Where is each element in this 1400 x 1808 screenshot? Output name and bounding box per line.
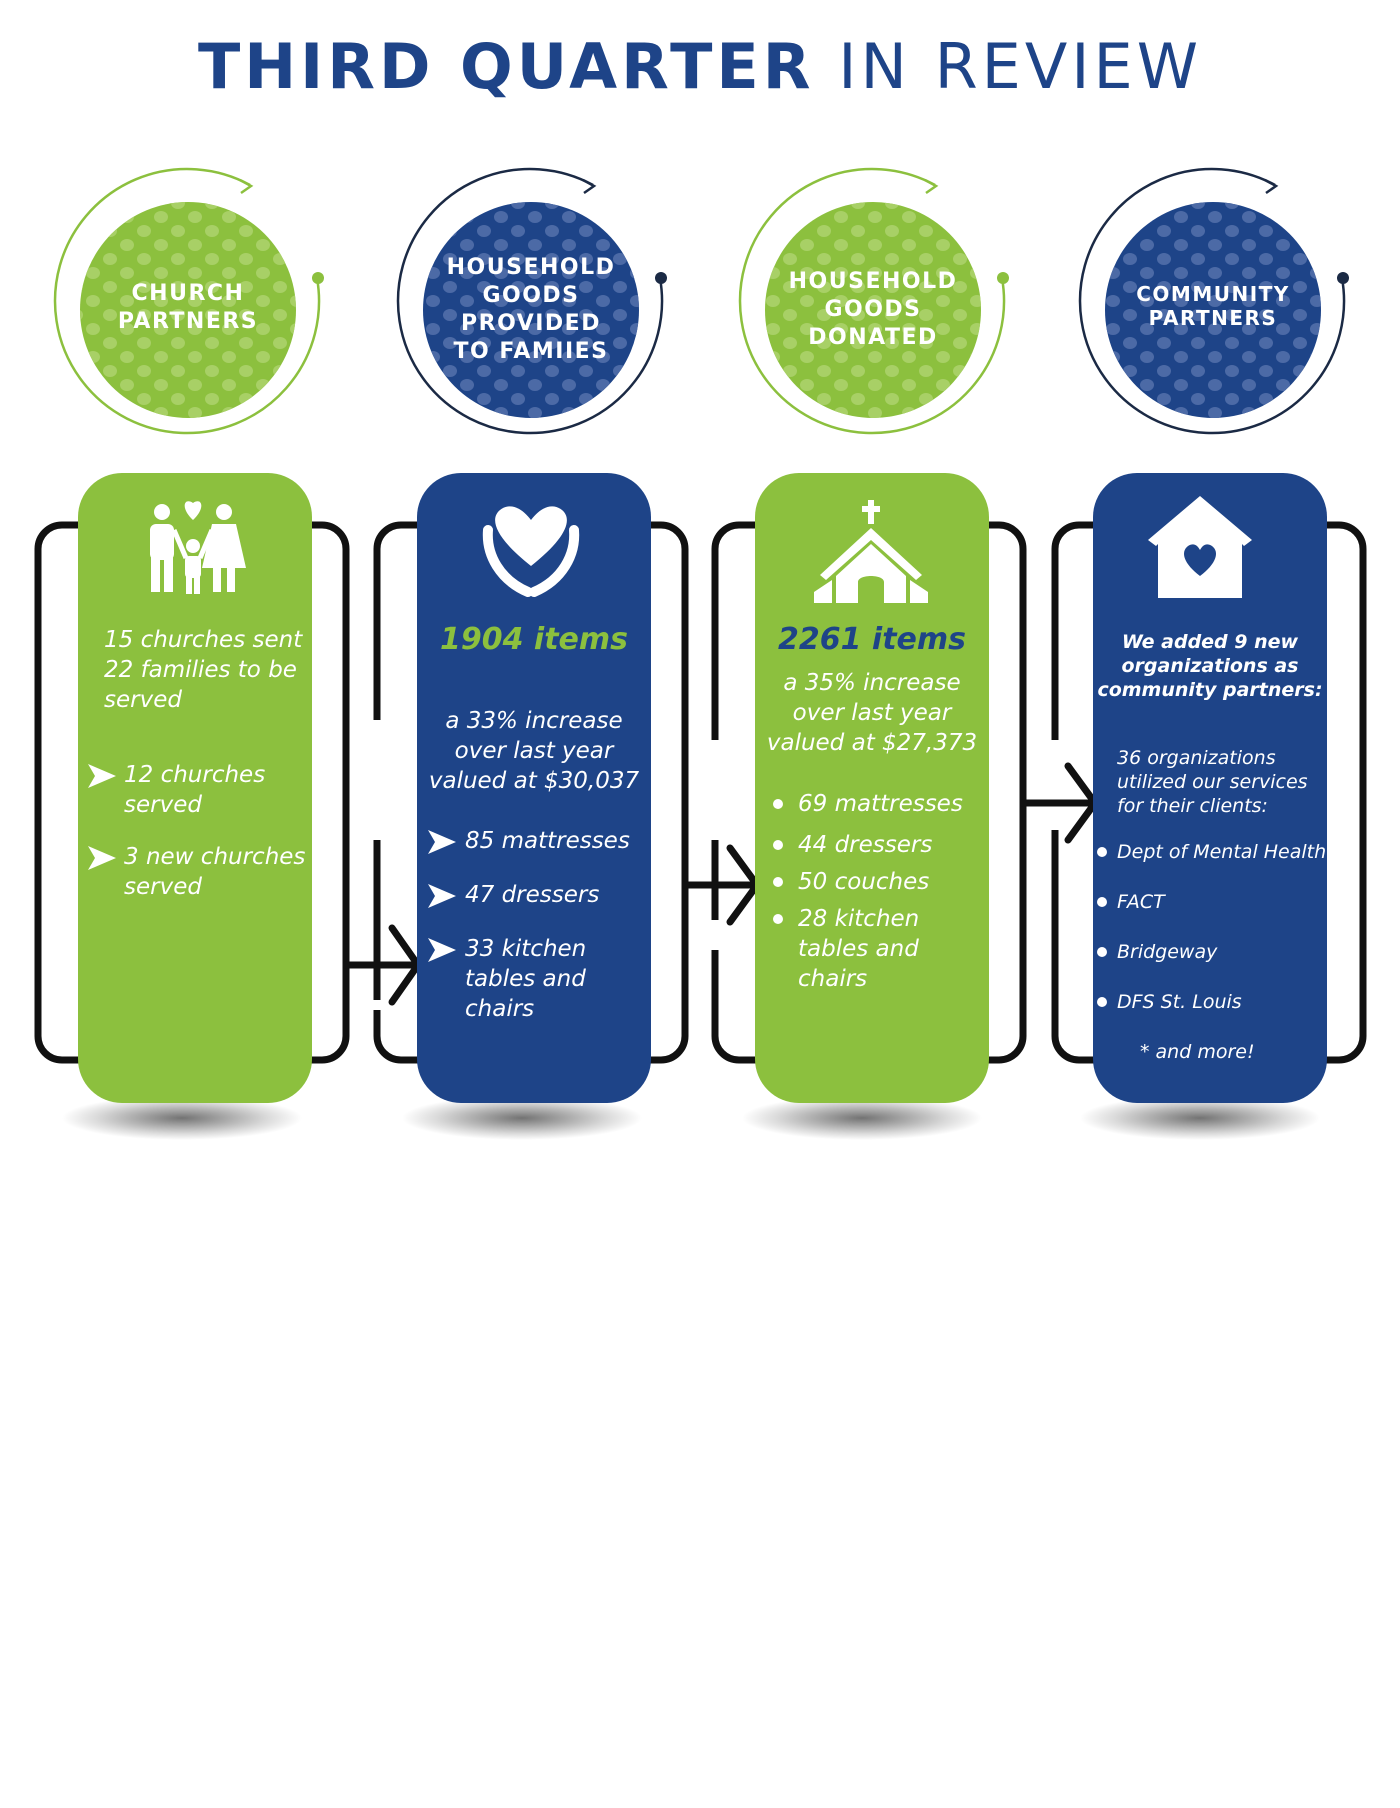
card4-lead: We added 9 new organizations as communit… bbox=[1097, 631, 1323, 701]
card4-item: DFS St. Louis bbox=[1117, 991, 1242, 1013]
frame-gaps bbox=[370, 720, 1064, 1010]
bullet-arrows-card1 bbox=[88, 764, 116, 870]
card4-item: FACT bbox=[1117, 891, 1165, 913]
card3-lead: a 35% increase over last year valued at … bbox=[766, 670, 978, 756]
card1-item: 12 churches served bbox=[124, 762, 266, 818]
bullet-dots-card3 bbox=[773, 799, 783, 924]
card3-item: 69 mattresses bbox=[798, 791, 963, 817]
card-community-partners bbox=[1093, 473, 1327, 1103]
card-goods-provided bbox=[417, 473, 651, 1103]
hands-heart-icon bbox=[482, 506, 580, 597]
card3-headline: 2261 items bbox=[777, 622, 967, 657]
card-shadow bbox=[402, 1096, 642, 1140]
card1-lead: 15 churches sent 22 families to be serve… bbox=[104, 627, 303, 713]
card-shadow bbox=[1080, 1096, 1320, 1140]
card2-item: 33 kitchen tables and chairs bbox=[465, 936, 587, 1022]
bullet-arrows-card2 bbox=[428, 830, 456, 962]
card1-item: 3 new churches served bbox=[124, 844, 306, 900]
card-church-partners bbox=[78, 473, 312, 1103]
circle-label-goods-provided: HOUSEHOLD GOODS PROVIDED TO FAMIIES bbox=[446, 255, 616, 364]
card2-item: 47 dressers bbox=[465, 882, 600, 908]
church-icon bbox=[814, 500, 928, 603]
card3-item: 44 dressers bbox=[798, 832, 933, 858]
circle-church-partners bbox=[53, 167, 324, 435]
card3-item: 28 kitchen tables and chairs bbox=[798, 906, 920, 992]
bullet-dots-card4 bbox=[1097, 847, 1107, 1007]
title-bold: THIRD QUARTER bbox=[197, 30, 815, 103]
house-heart-icon bbox=[1148, 496, 1252, 598]
circle-goods-provided bbox=[396, 167, 667, 435]
card2-item: 85 mattresses bbox=[465, 828, 630, 854]
circle-label-church-partners: CHURCH PARTNERS bbox=[117, 281, 259, 334]
card4-footer: * and more! bbox=[1140, 1041, 1255, 1063]
page-title: THIRD QUARTER IN REVIEW bbox=[0, 30, 1400, 103]
card3-item: 50 couches bbox=[798, 869, 930, 895]
card-shadow bbox=[742, 1096, 982, 1140]
card-shadow bbox=[62, 1096, 302, 1140]
card2-lead: a 33% increase over last year valued at … bbox=[428, 708, 640, 794]
circle-label-goods-donated: HOUSEHOLD GOODS DONATED bbox=[788, 269, 958, 350]
card4-item: Dept of Mental Health bbox=[1117, 841, 1327, 863]
card4-sub: 36 organizations utilized our services f… bbox=[1117, 747, 1308, 817]
circle-label-community-partners: COMMUNITY PARTNERS bbox=[1136, 282, 1290, 330]
card-goods-donated bbox=[755, 473, 989, 1103]
title-light: IN REVIEW bbox=[838, 30, 1203, 103]
card2-headline: 1904 items bbox=[439, 622, 629, 657]
card4-item: Bridgeway bbox=[1117, 941, 1218, 963]
family-heart-icon bbox=[150, 501, 246, 594]
circle-community-partners bbox=[1078, 167, 1349, 435]
circle-goods-donated bbox=[738, 167, 1009, 435]
